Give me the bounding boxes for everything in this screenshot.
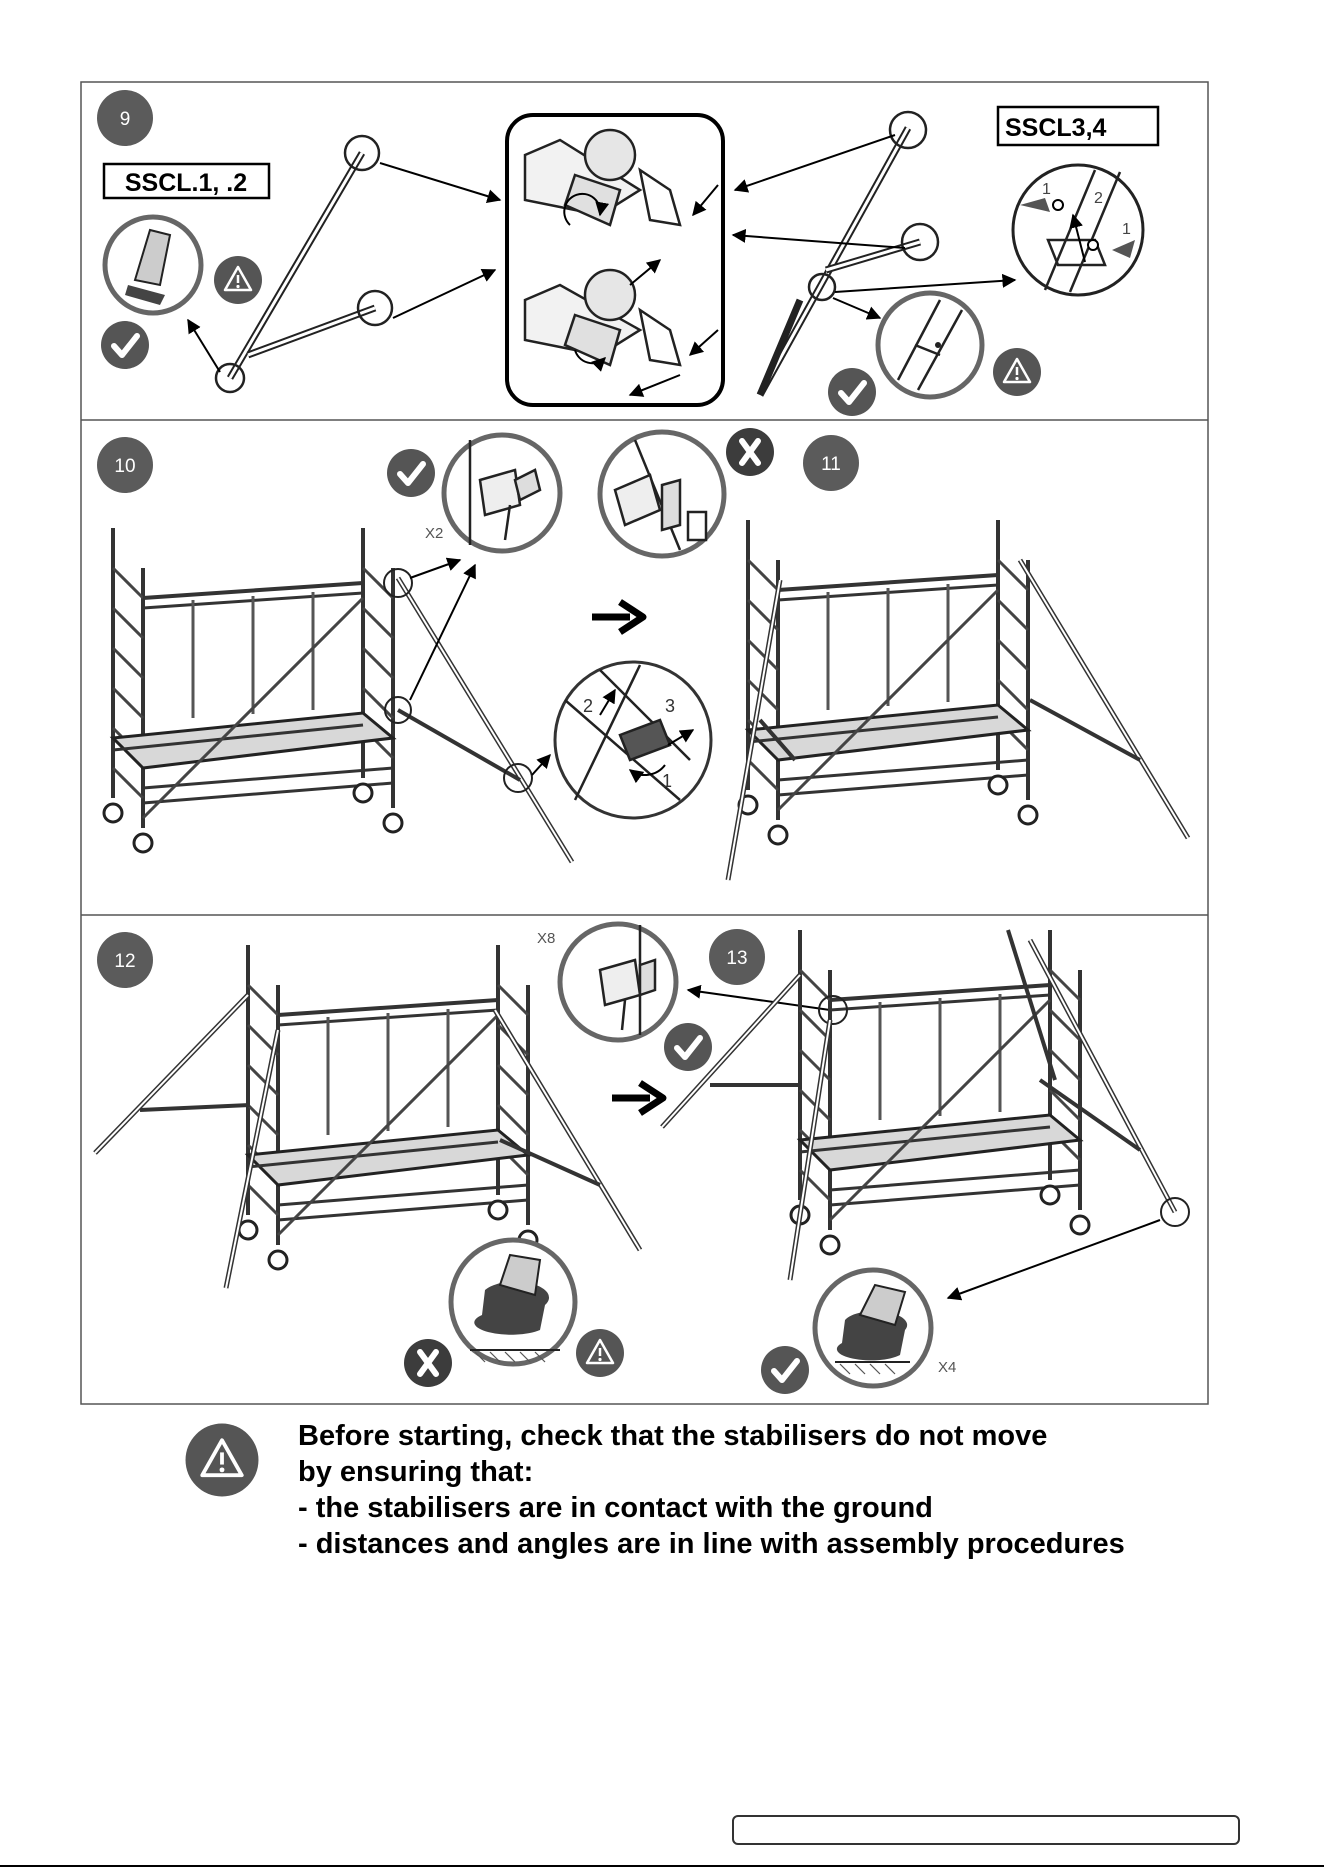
step-number-10: 10 [114, 456, 135, 477]
check-icon-13b [761, 1346, 809, 1394]
clamp-step-1: 1 [662, 771, 672, 791]
warning-line-2: by ensuring that: [298, 1454, 1278, 1490]
warning-icon-12 [576, 1329, 624, 1377]
model-label-right: SSCL3,4 [1005, 114, 1107, 142]
warning-icon-footer [186, 1424, 259, 1497]
qty-x4: X4 [938, 1359, 956, 1376]
warning-line-1: Before starting, check that the stabilis… [298, 1418, 1278, 1454]
lock-step-1a: 1 [1042, 181, 1051, 198]
warning-line-3: - the stabilisers are in contact with th… [298, 1490, 1278, 1526]
cross-icon-10 [726, 428, 774, 476]
step-number-12: 12 [114, 951, 135, 972]
tower-step-10 [104, 528, 402, 852]
check-icon-10 [387, 449, 435, 497]
step-number-11: 11 [821, 454, 841, 475]
stabiliser-warning-text: Before starting, check that the stabilis… [298, 1418, 1278, 1562]
qty-x2: X2 [425, 525, 443, 542]
check-icon-9b [828, 368, 876, 416]
model-label-left: SSCL.1, .2 [125, 169, 247, 197]
warning-line-4: - distances and angles are in line with … [298, 1526, 1278, 1562]
telescope-detail-circle [878, 293, 982, 397]
warning-icon-9a [214, 256, 262, 304]
lock-step-2: 2 [1094, 190, 1103, 207]
step-number-9: 9 [120, 109, 131, 130]
clamp-step-2: 2 [583, 696, 593, 716]
warning-icon-9b [993, 348, 1041, 396]
check-icon-9a [101, 321, 149, 369]
tower-step-12 [239, 945, 537, 1269]
bottom-rule [0, 1865, 1324, 1867]
cross-icon-12 [404, 1339, 452, 1387]
qty-x8: X8 [537, 930, 555, 947]
tower-step-13 [791, 930, 1089, 1254]
tower-step-11 [739, 520, 1037, 844]
check-icon-13a [664, 1023, 712, 1071]
lock-step-1b: 1 [1122, 221, 1131, 238]
page-footer-box [732, 1815, 1240, 1845]
clamp-step-3: 3 [665, 696, 675, 716]
step-number-13: 13 [726, 948, 747, 969]
